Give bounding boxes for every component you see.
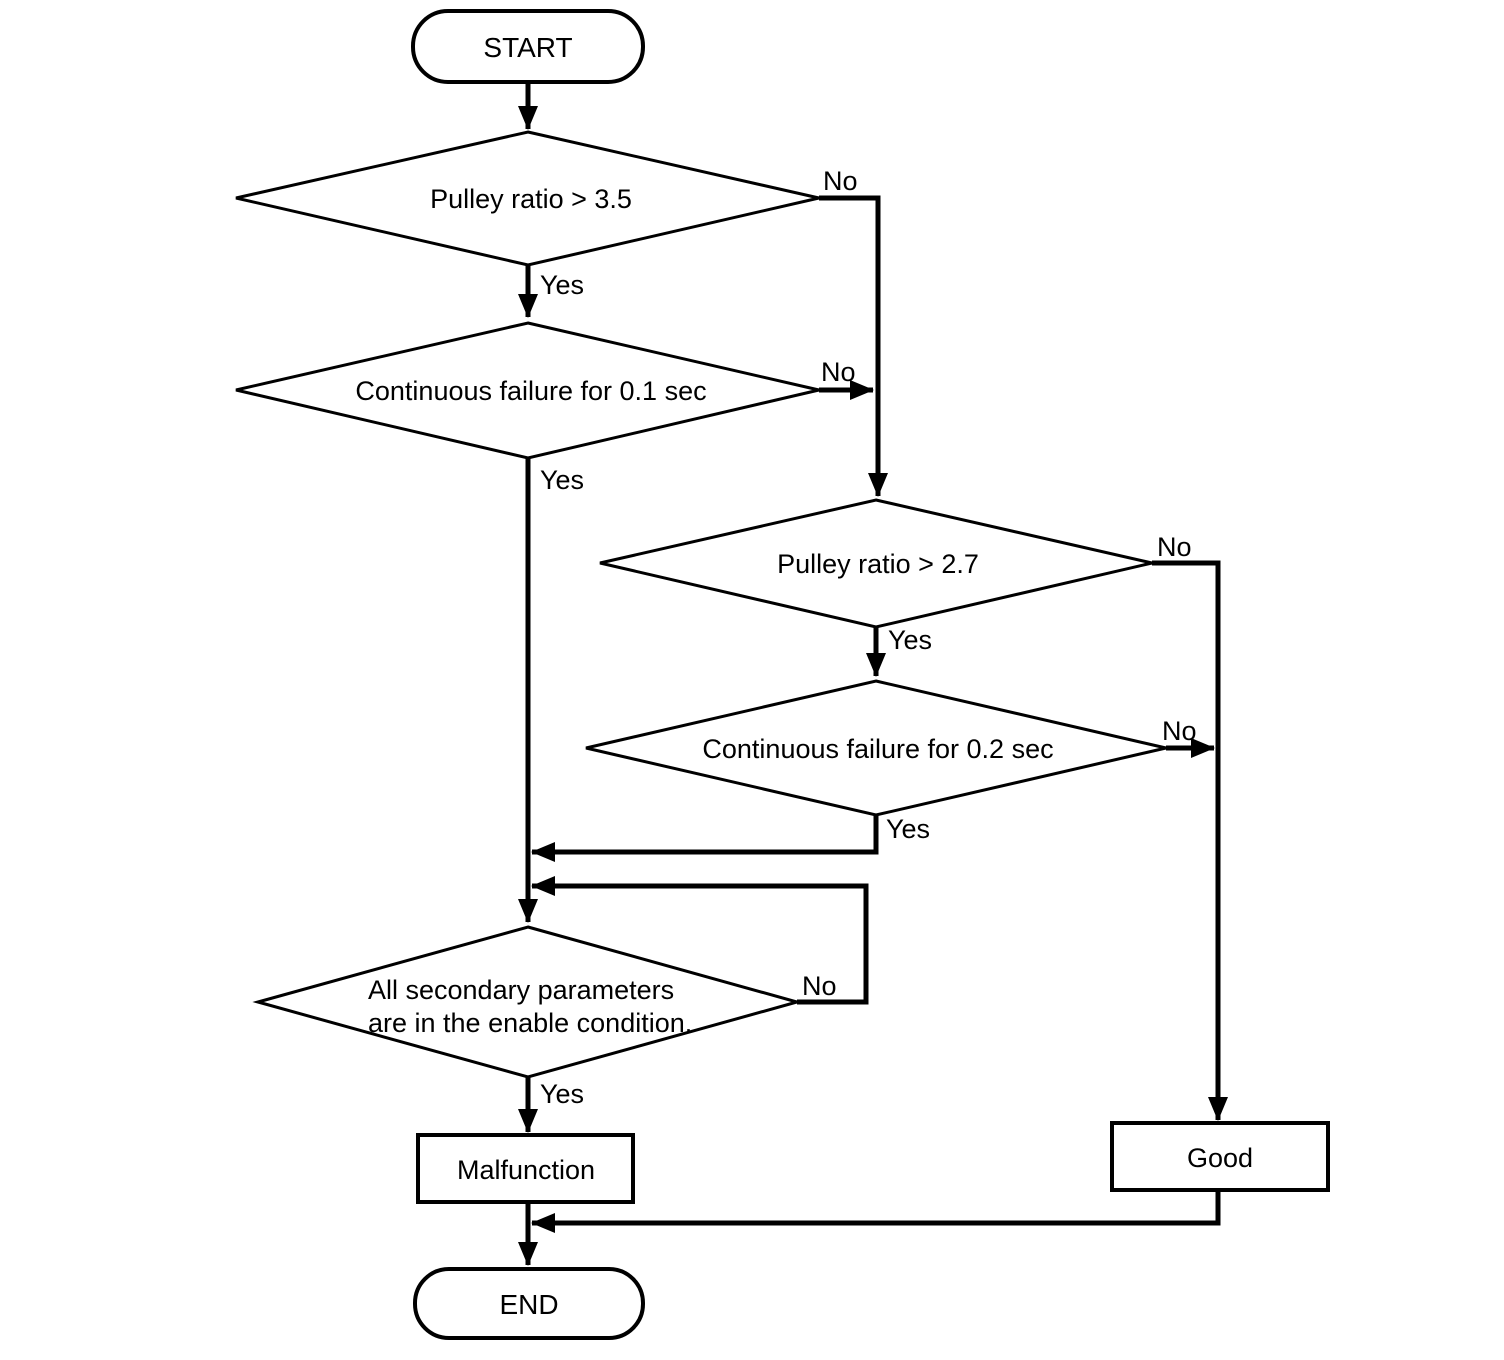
decision-pulley-ratio-2-7 (599, 498, 1153, 629)
decision2-yes-label: Yes (540, 465, 584, 495)
start-node (411, 9, 645, 84)
decision-pulley-ratio-2-7-label: Pulley ratio > 2.7 (777, 549, 979, 579)
decision-secondary-parameters (252, 925, 803, 1079)
decision-secondary-parameters-label-line1: All secondary parameters (368, 975, 674, 1005)
decision1-no-label: No (823, 166, 858, 196)
decision3-yes-label: Yes (888, 625, 932, 655)
end-node-label: END (499, 1289, 558, 1320)
decision-continuous-failure-0-2 (585, 679, 1167, 817)
edge-decision3-no (1152, 560, 1228, 1121)
malfunction-node-label: Malfunction (457, 1155, 595, 1185)
decision4-no-label: No (1162, 716, 1197, 746)
edge-decision4-yes (531, 815, 879, 862)
start-node-label: START (483, 32, 572, 63)
good-node (1110, 1121, 1330, 1192)
edge-decision1-no (819, 195, 888, 497)
decision5-no-label: No (802, 971, 837, 1001)
edge-decision5-no-loop (531, 876, 869, 1005)
decision2-no-label: No (821, 357, 856, 387)
decision5-yes-label: Yes (540, 1079, 584, 1109)
end-node (413, 1267, 645, 1340)
decision-pulley-ratio-3-5 (235, 130, 820, 267)
edge-good-to-join (531, 1190, 1221, 1233)
good-node-label: Good (1187, 1143, 1253, 1173)
decision-pulley-ratio-3-5-label: Pulley ratio > 3.5 (430, 184, 632, 214)
decision-continuous-failure-0-1-label: Continuous failure for 0.1 sec (355, 376, 706, 406)
decision-continuous-failure-0-1 (235, 321, 820, 460)
decision4-yes-label: Yes (886, 814, 930, 844)
decision-secondary-parameters-label-line2: are in the enable condition. (368, 1008, 692, 1038)
decision1-yes-label: Yes (540, 270, 584, 300)
malfunction-node (416, 1133, 635, 1204)
decision3-no-label: No (1157, 532, 1192, 562)
decision-continuous-failure-0-2-label: Continuous failure for 0.2 sec (702, 734, 1053, 764)
